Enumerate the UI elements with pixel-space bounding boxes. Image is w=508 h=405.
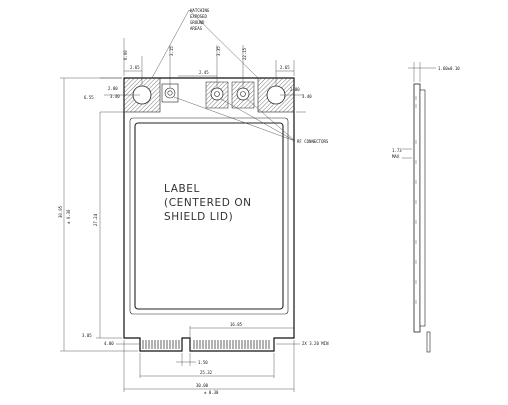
hatching-line-3: GROUND <box>190 20 205 25</box>
label-line-2: (CENTERED ON <box>164 197 252 209</box>
dim-bottom-4-00: 4.00 <box>104 341 114 346</box>
dim-left-3-40: 3.40 <box>110 94 120 99</box>
shield-lid <box>129 117 289 315</box>
hatching-callout: HATCHING EXPOSED GROUND AREAS <box>151 8 259 79</box>
rf-connectors <box>161 83 250 103</box>
dim-left-6-55: 6.55 <box>84 95 94 100</box>
label-note: LABEL (CENTERED ON SHIELD LID) <box>164 183 252 223</box>
label-line-3: SHIELD LID) <box>164 211 233 223</box>
hatching-line-2: EXPOSED <box>190 14 207 19</box>
dim-right-2-80: 2.80 <box>290 87 300 92</box>
dim-overall-height-tol: ± 0.30 <box>66 209 71 224</box>
dim-left-2-80: 2.80 <box>108 86 118 91</box>
dim-bottom-1-50: 1.50 <box>198 360 208 365</box>
right-dimensions: 2.80 3.40 <box>280 87 312 113</box>
rf-connectors-label: RF CONNECTORS <box>297 139 329 144</box>
bottom-dimensions: 16.85 2X 3.20 MIN 1.50 25.32 30.00 ± 0.3… <box>123 322 329 395</box>
dim-side-max-label: MAX <box>392 154 400 159</box>
edge-connector-fingers <box>142 340 270 349</box>
dim-side-max: 1.73 <box>392 148 402 153</box>
dim-bottom-2x: 2X 3.20 MIN <box>302 341 329 346</box>
dim-overall-height: 30.95 <box>58 205 63 218</box>
dim-bottom-3-05: 3.05 <box>82 333 92 338</box>
dim-inner-height: 27.24 <box>93 213 98 226</box>
dim-side-thickness: 1.60±0.10 <box>438 66 460 71</box>
hatching-line-1: HATCHING <box>190 8 210 13</box>
dim-overall-width: 30.00 <box>196 383 209 388</box>
dim-top-2-65-right: 2.65 <box>280 65 290 70</box>
side-shield <box>419 89 426 327</box>
dim-overall-width-tol: ± 0.30 <box>204 390 219 395</box>
dim-bottom-25-32: 25.32 <box>200 370 213 375</box>
side-view: 1.60±0.10 1.73 MAX <box>392 62 460 353</box>
rf-connectors-callout: RF CONNECTORS <box>173 96 329 144</box>
dim-bottom-16-85: 16.85 <box>230 322 243 327</box>
dim-top-2-65-left: 2.65 <box>130 65 140 70</box>
hatching-line-4: AREAS <box>190 26 203 31</box>
dim-top-22-15: 22.15 <box>242 47 247 60</box>
dim-top-3-15: 3.15 <box>169 46 174 56</box>
side-edge <box>426 331 431 353</box>
top-dimensions: 6.00 2.65 3.15 2.45 3.35 22.15 2.65 <box>123 38 295 88</box>
left-dimensions: 2.80 6.55 3.40 30.95 ± 0.30 27.24 3.05 4… <box>58 77 140 352</box>
label-line-1: LABEL <box>164 183 200 195</box>
dim-right-3-40: 3.40 <box>302 94 312 99</box>
rf-connector-3 <box>236 87 250 101</box>
dim-top-6-00: 6.00 <box>123 50 128 60</box>
dim-top-3-35: 3.35 <box>216 46 221 56</box>
dim-top-2-45: 2.45 <box>199 70 209 75</box>
side-board <box>413 83 421 333</box>
rf-connector-2 <box>210 87 224 101</box>
